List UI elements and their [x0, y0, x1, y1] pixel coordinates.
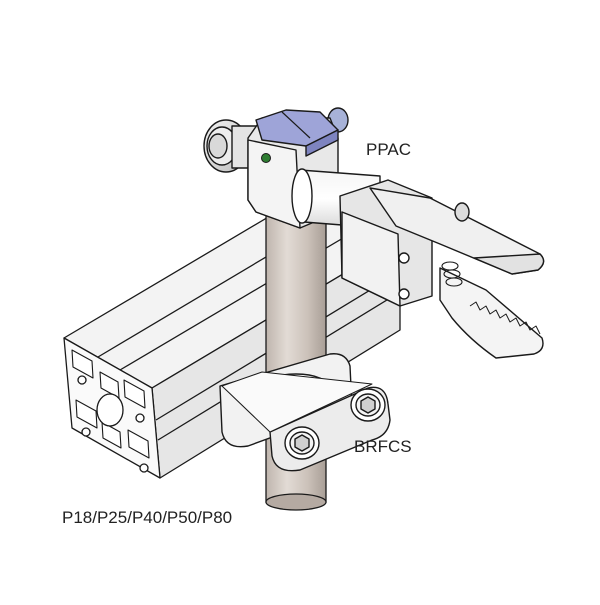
label-ppac: PPAC — [366, 140, 412, 159]
upper-jaw-tip — [473, 253, 545, 275]
spring — [441, 261, 463, 287]
socket-screw-1 — [350, 388, 386, 422]
hinge-pin — [454, 202, 470, 222]
bracket-top-face — [221, 371, 373, 433]
cap-split-line — [281, 111, 311, 139]
blue-cap-side — [305, 129, 339, 157]
hex-front-face — [247, 139, 301, 229]
gripper — [339, 179, 545, 359]
vertical-rod — [265, 209, 327, 511]
label-profiles: P18/P25/P40/P50/P80 — [62, 508, 233, 527]
label-brfcs: BRFCS — [354, 437, 412, 456]
tube-end — [291, 168, 313, 224]
profile-corner-hole-1 — [77, 375, 87, 385]
gripper-plate-front — [341, 211, 401, 307]
profile-corner-hole-2 — [135, 413, 145, 423]
profile-end-slots — [71, 349, 150, 459]
profile-core-bore — [96, 393, 124, 427]
plate-bolt-1 — [398, 252, 410, 264]
plate-bolt-2 — [398, 288, 410, 300]
jaw-teeth — [469, 301, 541, 335]
socket-screw-2 — [284, 426, 320, 460]
ppac-clamp-head — [203, 107, 381, 229]
profile-corner-hole-4 — [139, 463, 149, 473]
rod-bottom-end — [265, 493, 327, 511]
profile-corner-hole-3 — [81, 427, 91, 437]
green-dot — [261, 153, 271, 163]
brfcs-bracket — [219, 353, 391, 472]
